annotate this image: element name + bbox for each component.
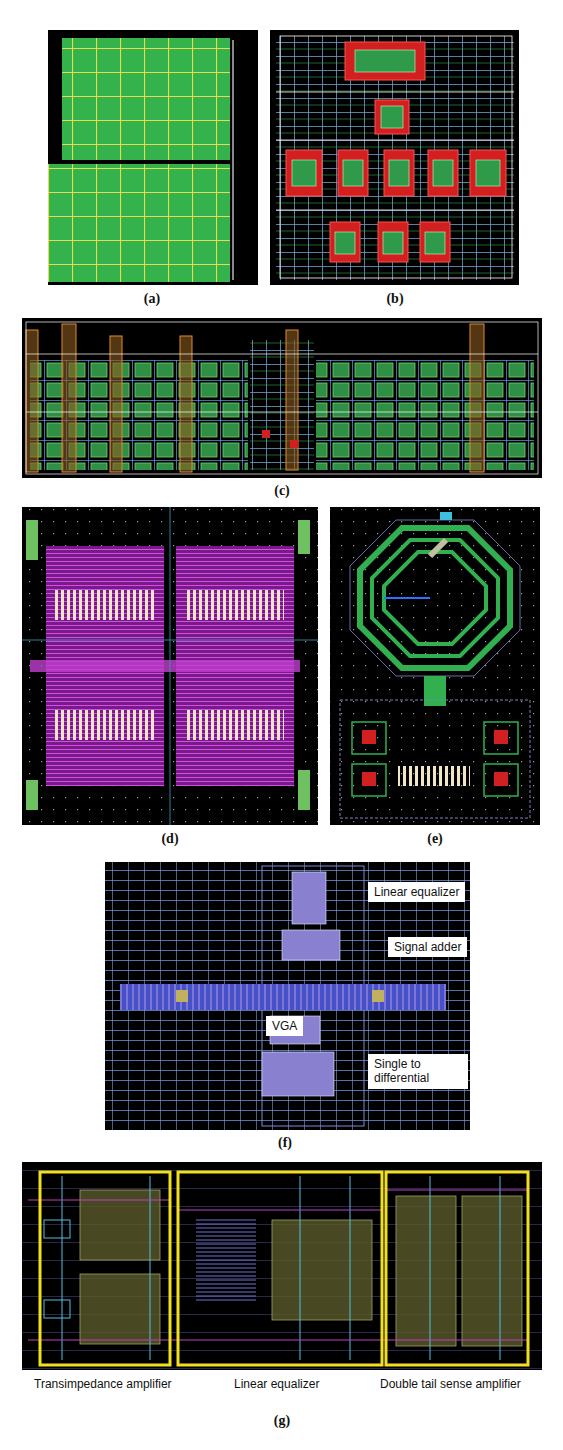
subfigure-caption: (g) [274,1413,290,1429]
block-name: VGA [272,1019,297,1033]
block-name: Double tail sense amplifier [380,1377,521,1391]
subfigure-caption: (c) [274,483,290,499]
block-label-box: Double tail sense amplifier [374,1374,527,1394]
block-name: Linear equalizer [374,885,459,899]
block-name: Signal adder [394,940,461,954]
subfigure-caption: (a) [144,291,160,307]
block-name: Single to differential [374,1057,462,1086]
block-name: Transimpedance amplifier [34,1377,172,1391]
block-label-box: Single to differential [368,1054,468,1089]
block-name: Linear equalizer [234,1377,319,1391]
block-label-box: Linear equalizer [368,882,465,902]
block-label-box: VGA [266,1016,303,1036]
block-label-box: Linear equalizer [228,1374,325,1394]
subfigure-caption: (f) [278,1135,292,1151]
block-label-box: Signal adder [388,937,467,957]
subfigure-caption: (b) [386,291,403,307]
subfigure-caption: (d) [161,831,178,847]
block-label-box: Transimpedance amplifier [28,1374,178,1394]
subfigure-caption: (e) [427,831,443,847]
